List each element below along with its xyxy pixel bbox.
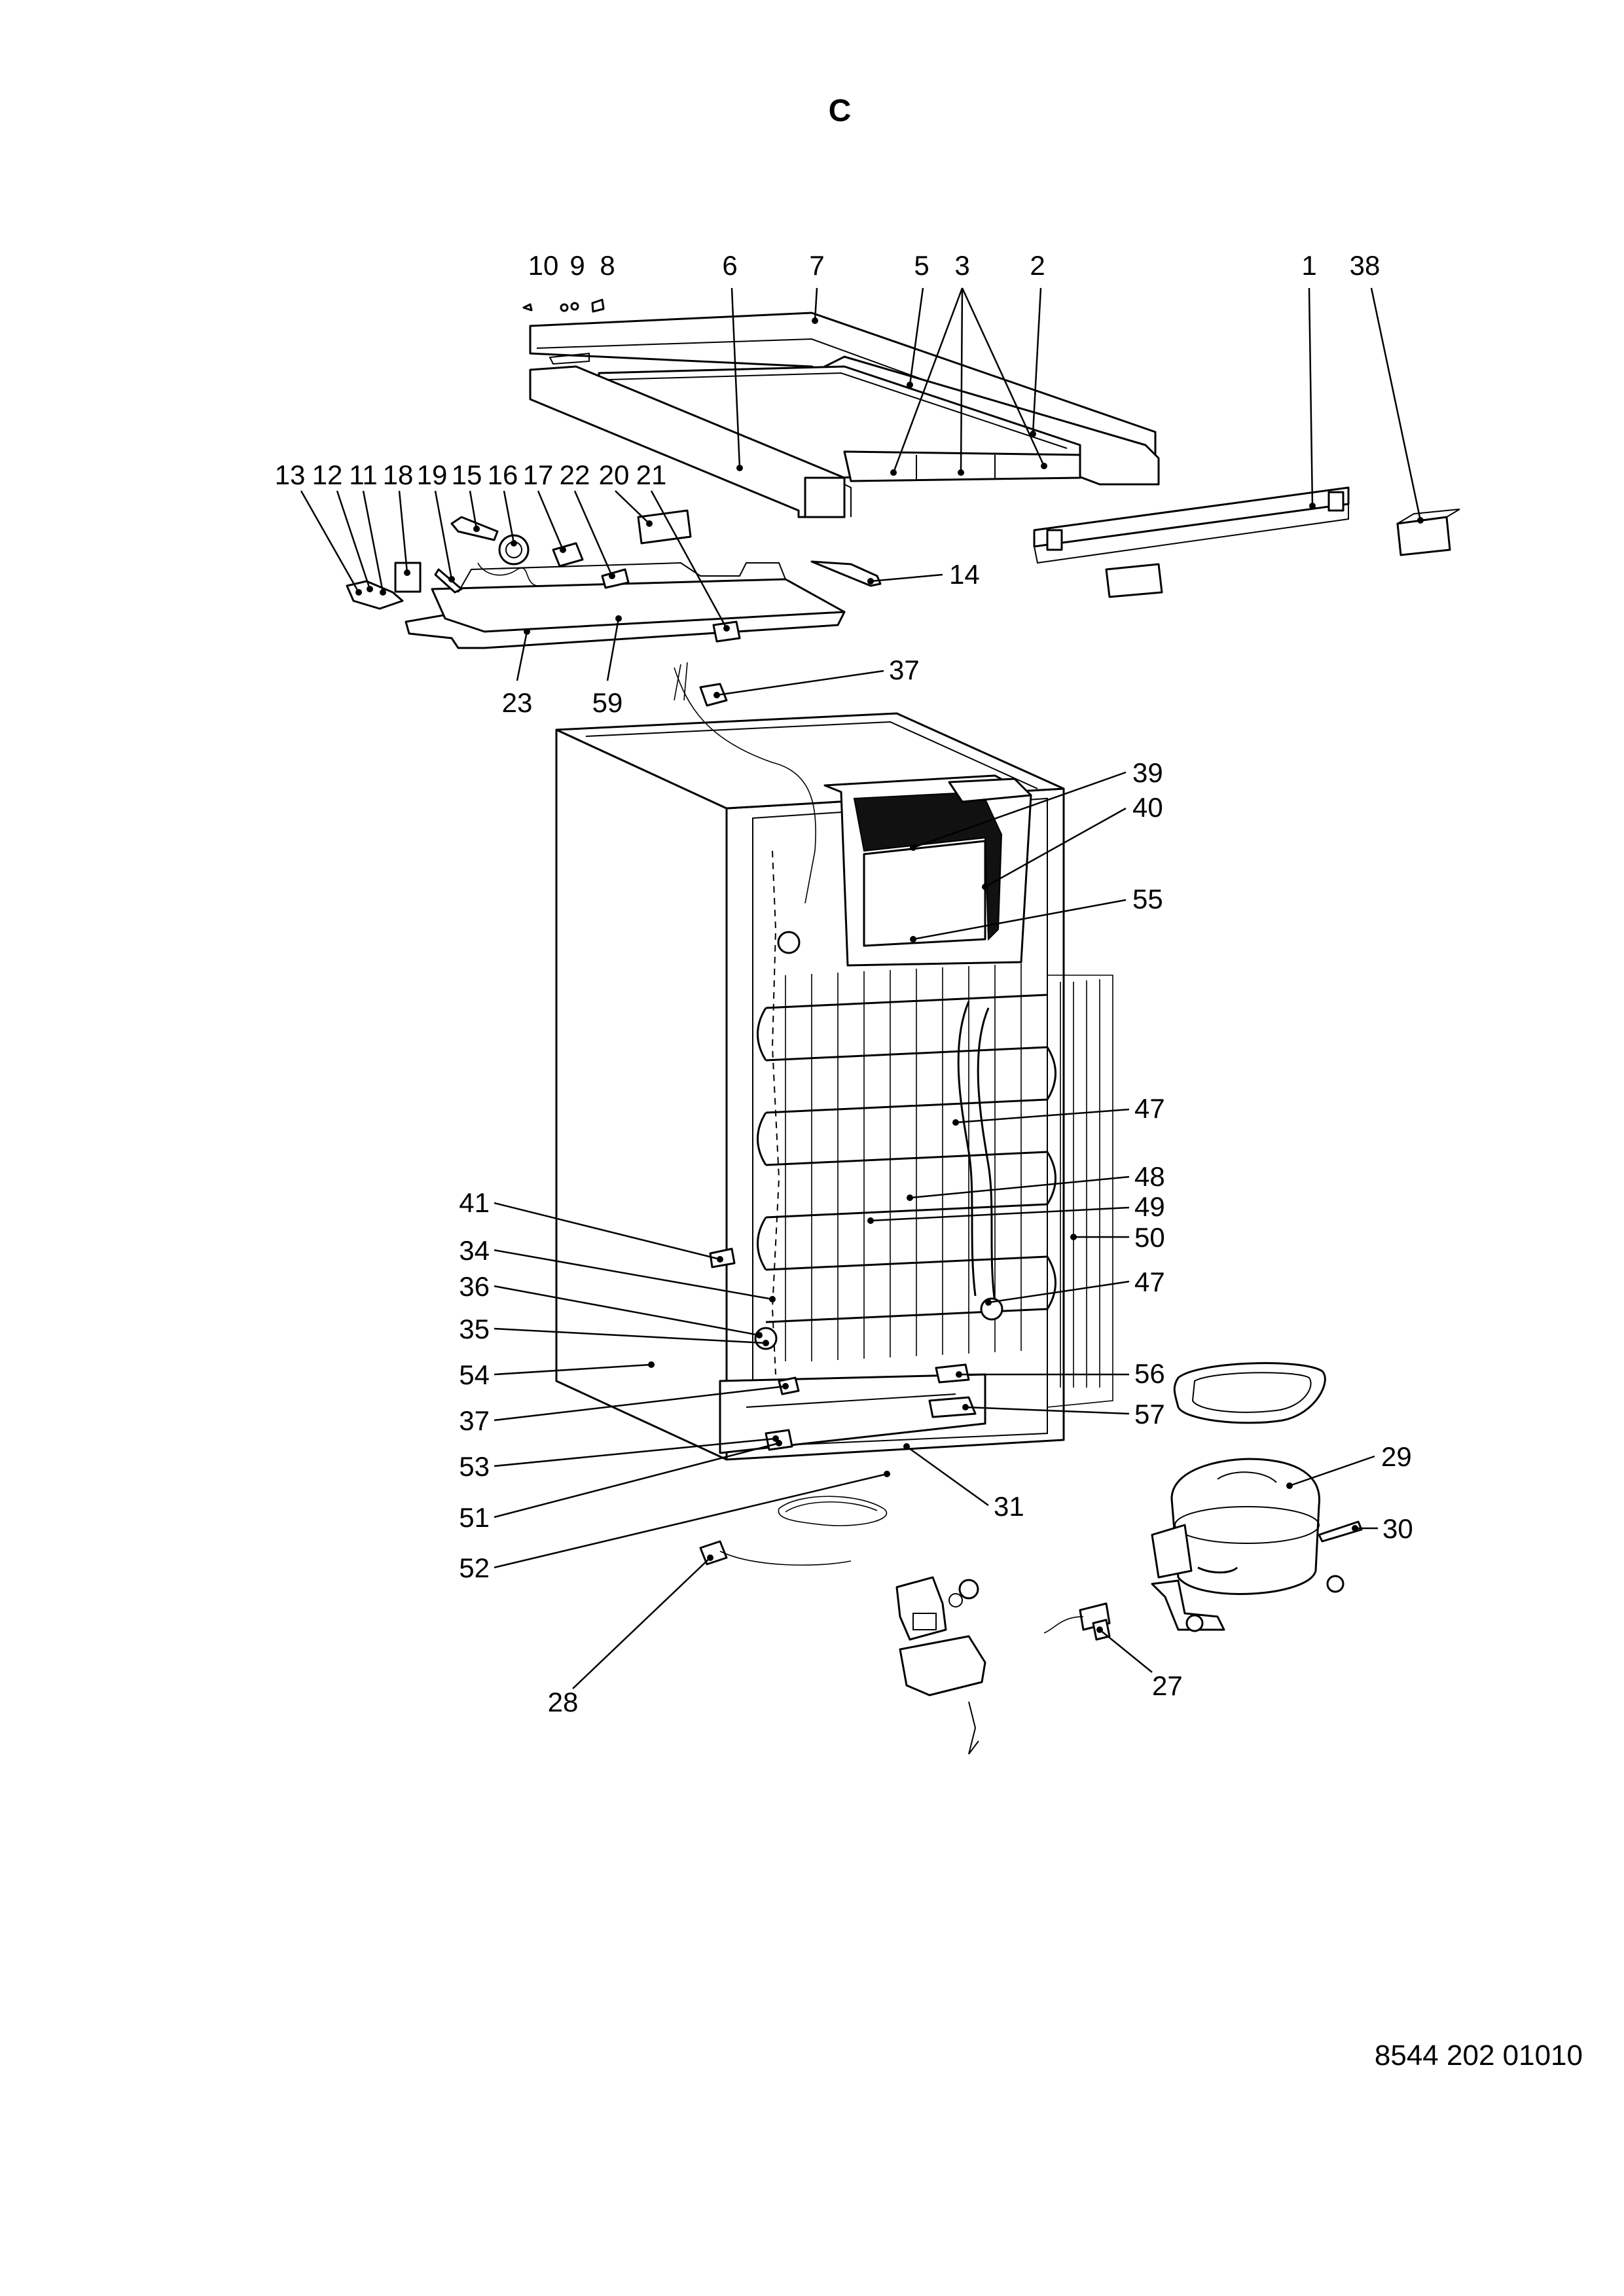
page-title: C xyxy=(829,94,852,128)
callout-label: 18 xyxy=(383,459,414,490)
lamp-part xyxy=(637,509,692,545)
cable-clip-part xyxy=(699,683,728,707)
callout-label: 57 xyxy=(1134,1399,1165,1429)
condenser-coil xyxy=(757,963,1113,1408)
callout-label: 50 xyxy=(1134,1222,1165,1253)
callout-label: 40 xyxy=(1132,792,1163,823)
callout-labels: 10 9 8 6 7 5 3 2 1 38 13 12 11 18 19 15 … xyxy=(275,250,1413,1717)
callout-label: 9 xyxy=(569,250,585,281)
refrigerant-pipe xyxy=(771,850,780,1375)
callout-label: 23 xyxy=(502,687,533,718)
callout-label: 20 xyxy=(599,459,630,490)
switch-part xyxy=(552,542,584,567)
trim-strip-part xyxy=(1033,486,1350,548)
callout-label: 17 xyxy=(523,459,554,490)
foot-block-part xyxy=(1105,563,1163,598)
callout-label: 21 xyxy=(636,459,667,490)
fitting-part xyxy=(777,931,801,954)
callout-label: 59 xyxy=(592,687,623,718)
drip-tray-part xyxy=(1173,1362,1326,1424)
worktop-assembly xyxy=(522,298,1160,518)
callout-label: 39 xyxy=(1132,757,1163,788)
callout-label: 47 xyxy=(1134,1093,1165,1124)
callout-label: 2 xyxy=(1030,250,1045,281)
evaporator-plate xyxy=(863,840,986,947)
seal-strip-part xyxy=(843,450,1081,482)
cabinet-side-part xyxy=(555,728,728,1461)
power-cable xyxy=(674,667,816,904)
cap-part xyxy=(591,298,605,313)
callout-label: 15 xyxy=(452,459,482,490)
callout-label: 53 xyxy=(459,1451,490,1482)
callout-label: 48 xyxy=(1134,1161,1165,1192)
callout-label: 56 xyxy=(1134,1358,1165,1389)
callout-label: 6 xyxy=(722,250,737,281)
pipe-stub-part xyxy=(1318,1520,1363,1543)
callout-label: 55 xyxy=(1132,884,1163,914)
callout-label: 52 xyxy=(459,1552,490,1583)
callout-label: 5 xyxy=(914,250,929,281)
cabinet-assembly xyxy=(555,662,1113,1461)
bracket-part-56 xyxy=(935,1363,970,1384)
callout-label: 10 xyxy=(528,250,559,281)
callout-label: 28 xyxy=(548,1687,579,1717)
lamp-holder-part xyxy=(601,568,630,589)
bracket-part xyxy=(394,562,422,593)
callout-label: 37 xyxy=(889,655,920,685)
thermostat-part xyxy=(498,534,530,565)
callout-label: 3 xyxy=(954,250,969,281)
callout-label: 41 xyxy=(459,1187,490,1218)
relay-part xyxy=(895,1576,947,1641)
callout-label: 13 xyxy=(275,459,306,490)
callout-label: 31 xyxy=(994,1491,1024,1522)
callout-label: 12 xyxy=(312,459,343,490)
callout-label: 22 xyxy=(560,459,590,490)
box-part-38 xyxy=(1396,516,1451,556)
relay-cover-part xyxy=(899,1635,986,1696)
relay-assembly xyxy=(895,1576,986,1755)
overload-assembly xyxy=(1043,1602,1111,1641)
callout-label: 1 xyxy=(1301,250,1316,281)
screw-part xyxy=(570,302,579,311)
callout-label: 47 xyxy=(1134,1266,1165,1297)
callout-label: 14 xyxy=(949,559,980,590)
screw-part xyxy=(560,303,569,312)
callout-label: 30 xyxy=(1382,1513,1413,1544)
bracket-part-57 xyxy=(928,1396,977,1418)
callout-label: 16 xyxy=(488,459,518,490)
callout-label: 7 xyxy=(809,250,824,281)
callout-label: 54 xyxy=(459,1359,490,1390)
callout-label: 19 xyxy=(417,459,448,490)
callout-label: 8 xyxy=(600,250,615,281)
callout-label: 29 xyxy=(1381,1441,1412,1472)
callout-label: 11 xyxy=(349,459,378,490)
callout-label: 27 xyxy=(1152,1670,1183,1701)
control-panel-cover xyxy=(431,578,846,633)
leader-lines xyxy=(300,287,1424,1689)
callout-label: 51 xyxy=(459,1502,490,1533)
callout-label: 34 xyxy=(459,1235,490,1266)
power-cord-assembly xyxy=(699,1496,888,1566)
callout-label: 35 xyxy=(459,1314,490,1344)
callout-label: 38 xyxy=(1350,250,1380,281)
compressor-part xyxy=(1170,1458,1321,1595)
plug-part xyxy=(699,1540,728,1566)
control-panel-assembly xyxy=(346,509,882,649)
callout-label: 37 xyxy=(459,1405,490,1436)
front-frame-end xyxy=(804,476,846,518)
side-strip-assembly xyxy=(1033,486,1460,598)
callout-label: 49 xyxy=(1134,1191,1165,1222)
callout-label: 36 xyxy=(459,1271,490,1302)
document-number: 8544 202 01010 xyxy=(1375,2039,1583,2072)
compressor-assembly xyxy=(1151,1458,1363,1632)
